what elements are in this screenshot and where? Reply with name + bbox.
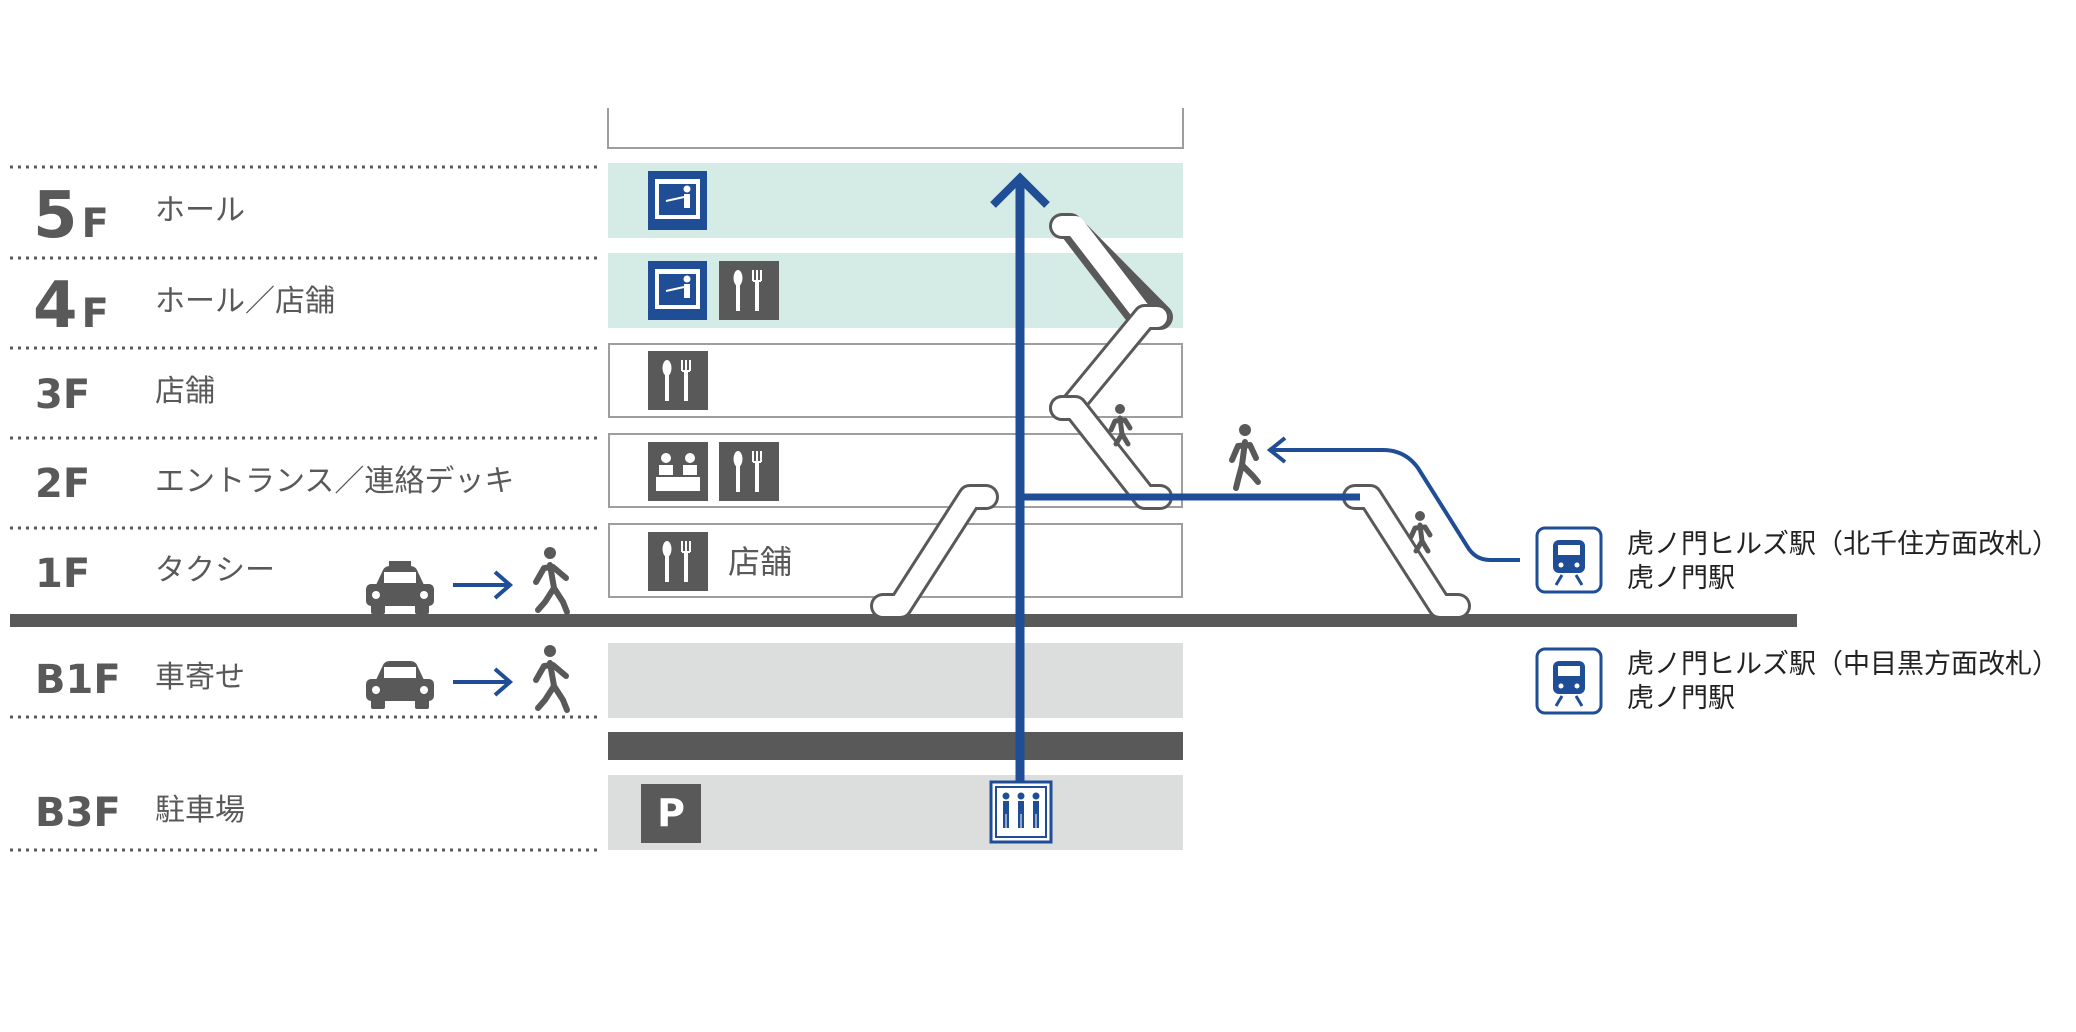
station-2-name: 虎ノ門ヒルズ駅（中目黒方面改札）	[1627, 649, 2059, 680]
floor-label-b1f: 車寄せ	[155, 660, 245, 695]
floor-label-2f: エントランス／連絡デッキ	[155, 464, 514, 499]
walker-icon	[533, 547, 570, 615]
floor-separators	[10, 165, 597, 852]
station-labels: 虎ノ門ヒルズ駅（北千住方面改札） 虎ノ門駅 虎ノ門ヒルズ駅（中目黒方面改札） 虎…	[1627, 529, 2059, 714]
train-icon	[1535, 647, 1603, 715]
station-2-subname: 虎ノ門駅	[1627, 683, 1735, 714]
station-1-name: 虎ノ門ヒルズ駅（北千住方面改札）	[1627, 529, 2059, 560]
floor-number-2f: 2F	[35, 461, 90, 507]
car-icon	[366, 661, 434, 709]
parking-label: P	[657, 791, 685, 835]
restaurant-icon	[648, 351, 708, 410]
ground-line	[10, 614, 1797, 627]
floor-label-4f: ホール／店舗	[155, 284, 335, 319]
parking-icon: P	[641, 784, 701, 843]
floor-number-b1f: B1F	[35, 657, 121, 703]
floor-box-b3f	[608, 775, 1183, 850]
floor-label-5f: ホール	[155, 193, 245, 228]
restaurant-icon	[719, 442, 779, 501]
underground-slab	[608, 732, 1183, 760]
zone-1f-shop-label: 店舗	[728, 543, 792, 581]
station-route-arrow	[1266, 436, 1287, 464]
elevator-icon	[989, 780, 1053, 844]
hall-icon	[648, 171, 707, 230]
floor-number-b3f: B3F	[35, 790, 121, 836]
up-arrow-head	[990, 172, 1050, 208]
restaurant-icon	[648, 532, 708, 591]
hall-icon	[648, 261, 707, 320]
station-route-line	[1270, 448, 1520, 562]
route-lines	[453, 172, 1520, 785]
walker-icon	[1408, 511, 1433, 554]
escalator-deck-1f	[1342, 484, 1471, 619]
escalator-1f-2f	[870, 484, 999, 619]
taxi-icon	[366, 561, 434, 614]
floor-box-top	[607, 108, 1184, 149]
floor-label-b3f: 駐車場	[155, 793, 245, 828]
floor-label-1f: タクシー	[155, 553, 275, 588]
train-icon	[1535, 526, 1603, 594]
floor-number-1f: 1F	[35, 551, 90, 597]
taxi-route-arrow	[493, 570, 514, 600]
car-route-arrow	[493, 667, 514, 697]
floor-label-3f: 店舗	[155, 374, 215, 409]
restaurant-icon	[719, 261, 779, 320]
walker-icon	[1108, 404, 1133, 447]
floor-number-3f: 3F	[35, 372, 90, 418]
floor-box-b1f	[608, 643, 1183, 718]
meeting-icon	[648, 442, 708, 501]
station-1-subname: 虎ノ門駅	[1627, 563, 1735, 594]
walker-icon	[533, 645, 570, 713]
walker-icon	[1229, 424, 1261, 491]
